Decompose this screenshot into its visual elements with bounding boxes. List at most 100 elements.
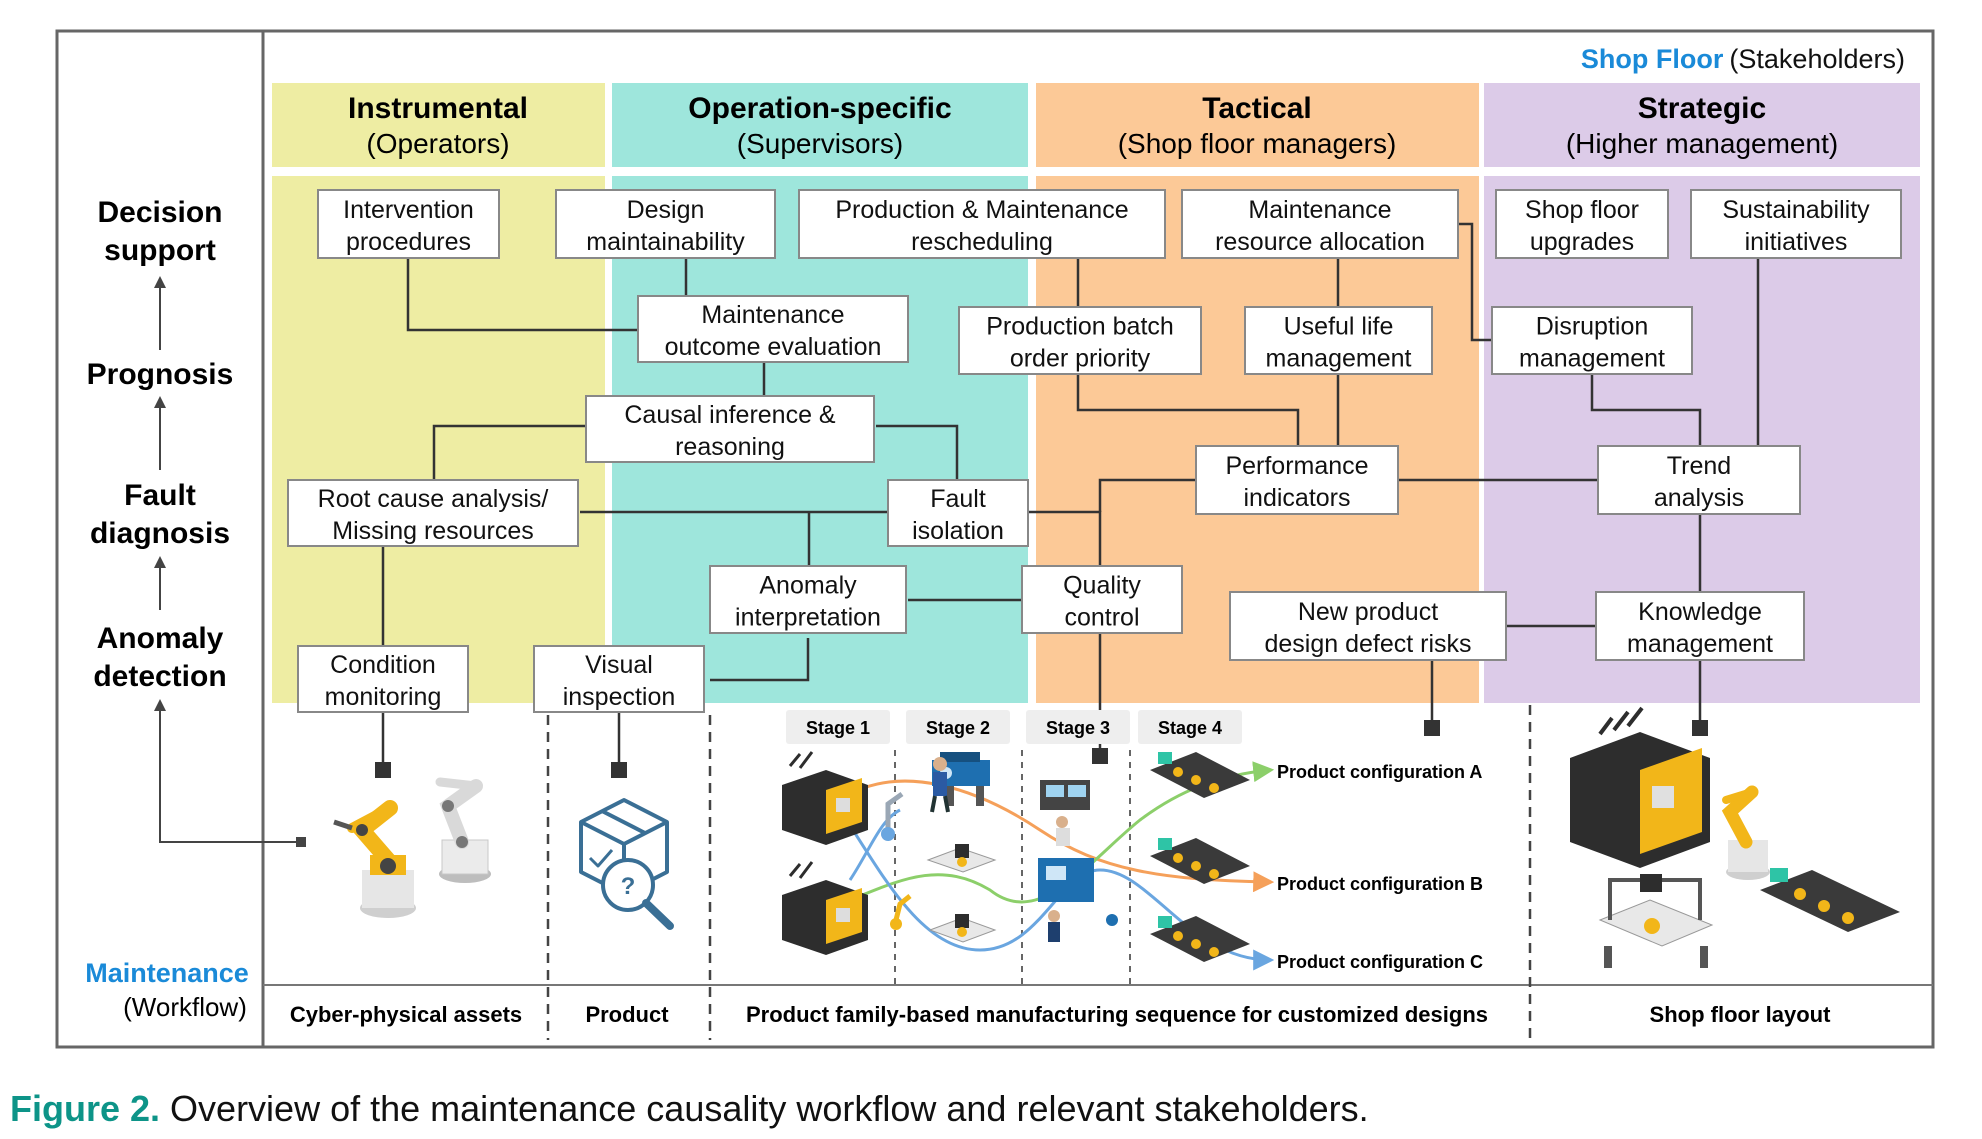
node-box-new-product (1229, 591, 1507, 661)
workflow-title: Maintenance (85, 958, 249, 988)
stakeholders-subtitle: (Stakeholders) (1729, 44, 1905, 74)
node-root-cause-line1: Root cause analysis/ (318, 485, 549, 513)
node-new-product-line1: New product (1298, 598, 1438, 626)
node-batch-priority-line1: Production batch (986, 313, 1174, 341)
product-inspection-icon (579, 798, 674, 930)
column-title-operation-specific: Operation-specific (688, 92, 951, 125)
node-box-useful-life (1244, 306, 1433, 375)
node-condition-line2: monitoring (325, 683, 442, 711)
workflow-subtitle: (Workflow) (123, 992, 247, 1022)
node-fault-isolation-line2: isolation (912, 517, 1004, 545)
node-box-root-cause (287, 479, 579, 547)
product-configuration-b: Product configuration B (1277, 874, 1483, 894)
node-prod-maint-resched-line2: rescheduling (911, 228, 1053, 256)
node-box-visual (533, 645, 705, 713)
operator-station-stage3-icon (1040, 780, 1090, 846)
node-prod-maint-resched: Production & Maintenance rescheduling (798, 189, 1166, 259)
node-box-maint-resource (1181, 189, 1459, 259)
node-disruption-line1: Disruption (1536, 313, 1649, 341)
robot-arm-white-icon (435, 777, 491, 883)
small-robot-stage1-icon (881, 791, 912, 930)
level-prognosis: Prognosis (87, 358, 234, 391)
section-label-cyber-physical-assets: Cyber-physical assets (290, 1002, 522, 1027)
flow-blue-branch (848, 808, 901, 881)
node-root-cause: Root cause analysis/Missing resources (287, 479, 579, 547)
node-maint-resource-line1: Maintenance (1248, 196, 1391, 224)
conveyor-stage4-top-icon (1150, 752, 1250, 798)
section-label-shop-floor-layout: Shop floor layout (1650, 1002, 1832, 1027)
flow-orange-line (839, 779, 1275, 893)
node-trend-line2: analysis (1654, 484, 1744, 512)
node-useful-life-line1: Useful life (1284, 313, 1394, 341)
node-box-disruption (1491, 306, 1693, 375)
blue-machine-stage3-icon (1038, 858, 1118, 942)
node-causal-line2: reasoning (675, 433, 785, 461)
figure-caption-text: Overview of the maintenance causality wo… (170, 1088, 1369, 1129)
stage-2-label: Stage 2 (926, 718, 990, 738)
column-body-instrumental (272, 176, 605, 703)
node-root-cause-line2: Missing resources (332, 517, 533, 545)
node-box-intervention (317, 189, 500, 259)
bottom-section-labels: Cyber-physical assets Product Product fa… (290, 1002, 1831, 1027)
node-maint-resource-line2: resource allocation (1215, 228, 1425, 256)
node-fault-isolation-line1: Fault (930, 485, 986, 513)
section-label-product: Product (585, 1002, 669, 1027)
figure-caption: Figure 2. Overview of the maintenance ca… (10, 1088, 1369, 1130)
node-box-knowledge (1595, 591, 1805, 661)
section-separators (546, 705, 1532, 1040)
node-box-fault-isolation (887, 479, 1029, 547)
node-maint-outcome-line1: Maintenance (701, 301, 844, 329)
node-batch-priority-line2: order priority (1010, 345, 1151, 373)
node-intervention-line2: procedures (346, 228, 471, 256)
node-box-maint-outcome (637, 295, 909, 363)
asset-connector-square (296, 837, 306, 847)
node-box-shop-upgrades (1495, 189, 1669, 259)
node-knowledge-line1: Knowledge (1638, 598, 1762, 626)
node-disruption-line2: management (1519, 345, 1665, 373)
node-box-sustainability (1690, 189, 1902, 259)
node-new-product-line2: design defect risks (1264, 630, 1471, 658)
level-fault-diagnosis-line1: Fault (124, 479, 196, 512)
node-performance-line2: indicators (1244, 484, 1351, 512)
stage-1-label: Stage 1 (806, 718, 870, 738)
node-anomaly-interp-line1: Anomaly (759, 572, 857, 600)
node-box-trend (1597, 445, 1801, 515)
node-intervention-line1: Intervention (343, 196, 474, 224)
node-box-design-maint (555, 189, 776, 259)
worker-stage2-icon (930, 757, 950, 813)
node-box-performance (1195, 445, 1399, 515)
node-design-maint-line1: Design (627, 196, 705, 224)
node-disruption: Disruption management (1491, 306, 1693, 375)
shop-floor-robot-arm-icon (1721, 785, 1770, 880)
robot-arm-orange-icon (333, 800, 416, 918)
node-maint-resource: Maintenance resource allocation (1181, 189, 1459, 259)
product-configuration-a: Product configuration A (1277, 762, 1482, 782)
level-anomaly-detection-line2: detection (93, 660, 226, 693)
node-prod-maint-resched-line1: Production & Maintenance (835, 196, 1128, 224)
node-maint-outcome-line2: outcome evaluation (665, 333, 882, 361)
level-arrows (154, 276, 300, 843)
column-subtitle-instrumental: (Operators) (366, 128, 509, 159)
node-causal-line1: Causal inference & (624, 401, 836, 429)
level-decision-support-line2: support (104, 234, 216, 267)
node-shop-upgrades-line1: Shop floor (1525, 196, 1639, 224)
level-anomaly-detection-line1: Anomaly (97, 622, 224, 655)
product-configuration-c: Product configuration C (1277, 952, 1483, 972)
column-subtitle-operation-specific: (Supervisors) (737, 128, 903, 159)
product-configurations: Product configuration A Product configur… (1277, 762, 1483, 972)
column-header-strategic (1484, 83, 1920, 167)
shop-floor-cnc-machine-icon (1570, 706, 1710, 868)
column-subtitle-strategic: (Higher management) (1566, 128, 1838, 159)
node-box-causal (585, 395, 875, 463)
stage-separators (894, 750, 1131, 985)
